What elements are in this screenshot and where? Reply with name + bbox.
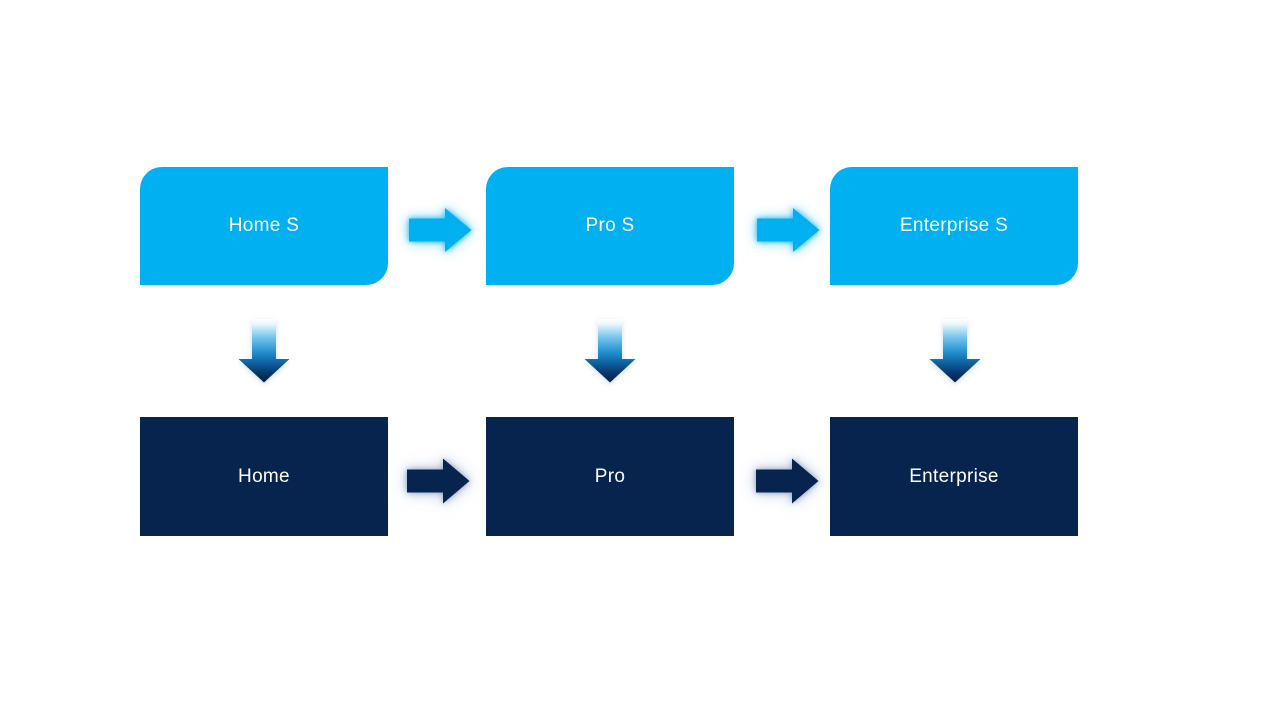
node-enterprise-s: Enterprise S [830, 167, 1078, 285]
right-arrow-icon [407, 457, 471, 505]
node-home-label: Home [238, 465, 290, 487]
down-arrow-icon [929, 319, 981, 383]
node-home-s-label: Home S [228, 215, 300, 236]
node-pro: Pro [486, 417, 734, 536]
node-home-s: Home S [140, 167, 388, 285]
down-arrow-icon [238, 319, 290, 383]
node-home: Home [140, 417, 388, 536]
right-arrow-icon [409, 207, 473, 253]
node-pro-s: Pro S [486, 167, 734, 285]
node-pro-label: Pro [594, 465, 626, 487]
node-pro-s-label: Pro S [585, 215, 635, 236]
node-enterprise-label: Enterprise [909, 465, 999, 487]
node-enterprise: Enterprise [830, 417, 1078, 536]
down-arrow-icon [584, 319, 636, 383]
right-arrow-icon [757, 207, 821, 253]
node-enterprise-s-label: Enterprise S [899, 215, 1009, 236]
right-arrow-icon [756, 457, 820, 505]
